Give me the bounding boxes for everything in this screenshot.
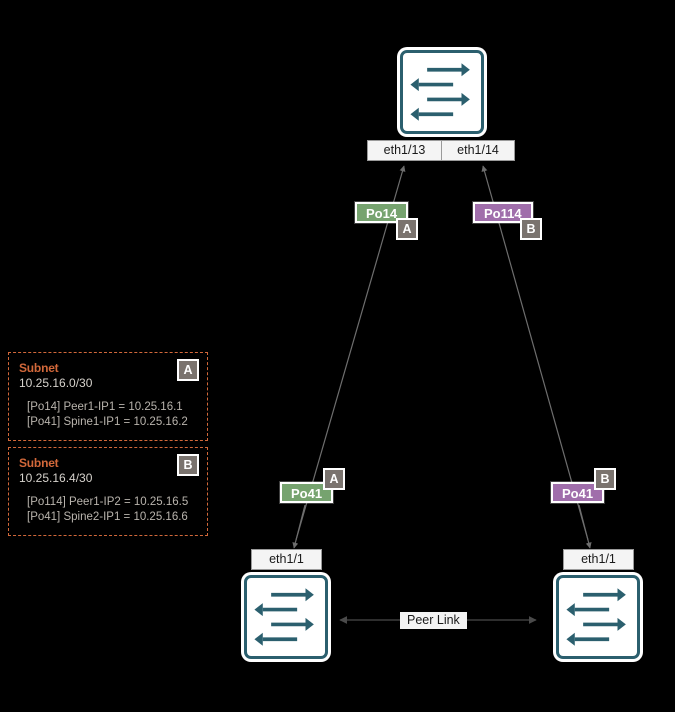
leaf-switch-left[interactable] — [244, 575, 328, 659]
subnet-cidr-a: 10.25.16.0/30 — [19, 376, 93, 390]
arrowhead-down-right — [578, 504, 592, 549]
port-channel-po114[interactable]: Po114 — [473, 202, 533, 223]
subnet-title-a: Subnet — [19, 361, 59, 375]
subnet-rows-a: [Po14] Peer1-IP1 = 10.25.16.1 [Po41] Spi… — [19, 400, 197, 430]
spine-switch[interactable] — [400, 50, 484, 134]
subnet-title-b: Subnet — [19, 456, 59, 470]
badge-b-subnet: B — [177, 454, 199, 476]
arrowhead-down-left — [292, 504, 306, 549]
port-channel-po41-right[interactable]: Po41 — [551, 482, 605, 503]
port-eth1-14[interactable]: eth1/14 — [441, 140, 515, 161]
subnet-row: [Po41] Spine2-IP1 = 10.25.16.6 — [27, 511, 188, 523]
badge-a-subnet: A — [177, 359, 199, 381]
subnet-box-b: Subnet 10.25.16.4/30 [Po114] Peer1-IP2 =… — [8, 447, 208, 536]
subnet-row: [Po114] Peer1-IP2 = 10.25.16.5 — [27, 496, 189, 508]
port-eth1-1-left[interactable]: eth1/1 — [251, 549, 322, 570]
subnet-cidr-b: 10.25.16.4/30 — [19, 471, 93, 485]
port-eth1-1-right[interactable]: eth1/1 — [563, 549, 634, 570]
leaf-switch-right[interactable] — [556, 575, 640, 659]
switch-icon — [566, 588, 626, 646]
peer-link-label: Peer Link — [400, 612, 467, 629]
switch-icon — [254, 588, 314, 646]
subnet-rows-b: [Po114] Peer1-IP2 = 10.25.16.5 [Po41] Sp… — [19, 495, 197, 525]
subnet-box-a: Subnet 10.25.16.0/30 [Po14] Peer1-IP1 = … — [8, 352, 208, 441]
badge-b-po114: B — [520, 218, 542, 240]
port-eth1-13[interactable]: eth1/13 — [367, 140, 442, 161]
switch-icon — [410, 63, 470, 121]
port-channel-po14[interactable]: Po14 — [355, 202, 409, 223]
subnet-row: [Po41] Spine1-IP1 = 10.25.16.2 — [27, 416, 188, 428]
badge-a-po41-left: A — [323, 468, 345, 490]
subnet-row: [Po14] Peer1-IP1 = 10.25.16.1 — [27, 401, 183, 413]
badge-b-po41-right: B — [594, 468, 616, 490]
port-channel-po41-left[interactable]: Po41 — [280, 482, 334, 503]
badge-a-po14: A — [396, 218, 418, 240]
